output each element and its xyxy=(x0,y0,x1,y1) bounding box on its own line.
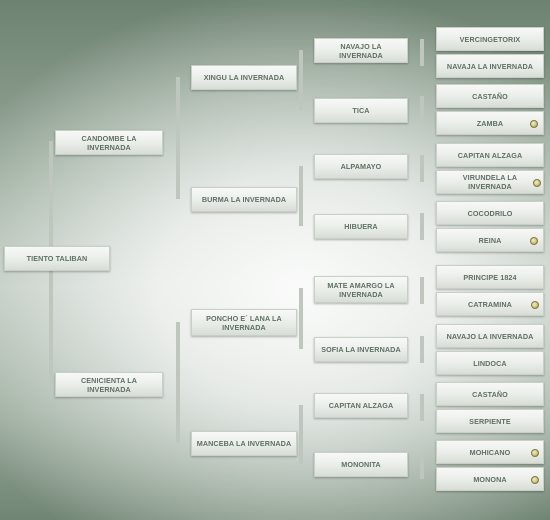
gen4-box[interactable]: COCODRILO xyxy=(436,201,544,225)
gen3-box[interactable]: SOFIA LA INVERNADA xyxy=(314,337,408,362)
medal-icon xyxy=(531,449,539,457)
medal-icon xyxy=(530,237,538,245)
gen4-box[interactable]: LINDOCA xyxy=(436,351,544,375)
dam-sire-name: PONCHO E´ LANA LA INVERNADA xyxy=(206,313,282,332)
gen4-box[interactable]: CATRAMINA xyxy=(436,292,544,316)
gen3-box[interactable]: MATE AMARGO LA INVERNADA xyxy=(314,276,408,303)
connector-line xyxy=(420,39,424,66)
gen3-name: ALPAMAYO xyxy=(340,162,382,171)
gen4-name: MOHICANO xyxy=(469,447,511,457)
gen4-name: CASTAÑO xyxy=(472,91,508,101)
sire-name: CANDOMBE LA INVERNADA xyxy=(81,133,137,152)
gen4-name: REINA xyxy=(478,235,502,245)
sire-sire-name: XINGU LA INVERNADA xyxy=(203,73,285,82)
medal-icon xyxy=(531,301,539,309)
gen4-name: ZAMBA xyxy=(476,118,504,128)
root-horse-box[interactable]: TIENTO TALIBAN xyxy=(4,246,110,271)
gen3-name: TICA xyxy=(352,106,370,115)
gen4-name: CATRAMINA xyxy=(468,299,512,309)
gen3-name: MONONITA xyxy=(341,460,381,469)
connector-line xyxy=(299,405,303,464)
gen4-name: VIRUNDELA LA INVERNADA xyxy=(462,173,518,191)
dam-dam-name: MANCEBA LA INVERNADA xyxy=(196,439,292,448)
medal-icon xyxy=(530,120,538,128)
gen4-box[interactable]: ZAMBA xyxy=(436,111,544,135)
sire-dam-box[interactable]: BURMA LA INVERNADA xyxy=(191,187,297,212)
sire-sire-box[interactable]: XINGU LA INVERNADA xyxy=(191,65,297,90)
gen4-box[interactable]: MONONA xyxy=(436,467,544,491)
dam-sire-box[interactable]: PONCHO E´ LANA LA INVERNADA xyxy=(191,309,297,336)
gen4-name: CAPITAN ALZAGA xyxy=(457,150,523,160)
connector-line xyxy=(420,336,424,363)
connector-line xyxy=(299,288,303,349)
connector-line xyxy=(420,96,424,123)
gen4-name: NAVAJA LA INVERNADA xyxy=(446,61,534,71)
gen3-box[interactable]: MONONITA xyxy=(314,452,408,477)
medal-icon xyxy=(533,179,541,187)
gen3-name: SOFIA LA INVERNADA xyxy=(321,345,401,354)
gen4-name: COCODRILO xyxy=(467,208,513,218)
dam-box[interactable]: CENICIENTA LA INVERNADA xyxy=(55,372,163,397)
gen4-box[interactable]: NAVAJO LA INVERNADA xyxy=(436,324,544,348)
gen4-name: MONONA xyxy=(473,474,507,484)
gen3-box[interactable]: ALPAMAYO xyxy=(314,154,408,179)
gen4-box[interactable]: CASTAÑO xyxy=(436,382,544,406)
gen4-box[interactable]: MOHICANO xyxy=(436,440,544,464)
gen4-name: NAVAJO LA INVERNADA xyxy=(446,331,534,341)
connector-line xyxy=(420,394,424,421)
gen4-box[interactable]: CASTAÑO xyxy=(436,84,544,108)
dam-dam-box[interactable]: MANCEBA LA INVERNADA xyxy=(191,431,297,456)
gen3-name: MATE AMARGO LA INVERNADA xyxy=(327,280,395,299)
connector-line xyxy=(420,277,424,304)
connector-line xyxy=(299,50,303,110)
gen3-name: CAPITAN ALZAGA xyxy=(328,401,394,410)
connector-line xyxy=(420,155,424,182)
gen4-box[interactable]: VIRUNDELA LA INVERNADA xyxy=(436,170,544,194)
gen3-name: NAVAJO LA INVERNADA xyxy=(339,41,383,60)
gen4-name: LINDOCA xyxy=(473,358,507,368)
gen4-name: CASTAÑO xyxy=(472,389,508,399)
gen4-box[interactable]: PRINCIPE 1824 xyxy=(436,265,544,289)
connector-line xyxy=(420,213,424,240)
root-horse-name: TIENTO TALIBAN xyxy=(26,254,88,263)
gen4-name: VERCINGETORIX xyxy=(459,34,521,44)
gen4-box[interactable]: SERPIENTE xyxy=(436,409,544,433)
connector-line xyxy=(299,166,303,226)
sire-box[interactable]: CANDOMBE LA INVERNADA xyxy=(55,130,163,155)
connector-line xyxy=(176,77,180,199)
gen3-box[interactable]: CAPITAN ALZAGA xyxy=(314,393,408,418)
gen4-box[interactable]: VERCINGETORIX xyxy=(436,27,544,51)
dam-name: CENICIENTA LA INVERNADA xyxy=(80,375,137,394)
gen4-name: SERPIENTE xyxy=(469,416,511,426)
connector-line xyxy=(176,322,180,443)
connector-line xyxy=(420,452,424,479)
gen3-box[interactable]: NAVAJO LA INVERNADA xyxy=(314,38,408,63)
gen4-box[interactable]: CAPITAN ALZAGA xyxy=(436,143,544,167)
gen3-box[interactable]: TICA xyxy=(314,98,408,123)
gen3-box[interactable]: HIBUERA xyxy=(314,214,408,239)
sire-dam-name: BURMA LA INVERNADA xyxy=(201,195,287,204)
medal-icon xyxy=(531,476,539,484)
gen4-box[interactable]: REINA xyxy=(436,228,544,252)
gen3-name: HIBUERA xyxy=(344,222,378,231)
gen4-name: PRINCIPE 1824 xyxy=(463,272,517,282)
gen4-box[interactable]: NAVAJA LA INVERNADA xyxy=(436,54,544,78)
